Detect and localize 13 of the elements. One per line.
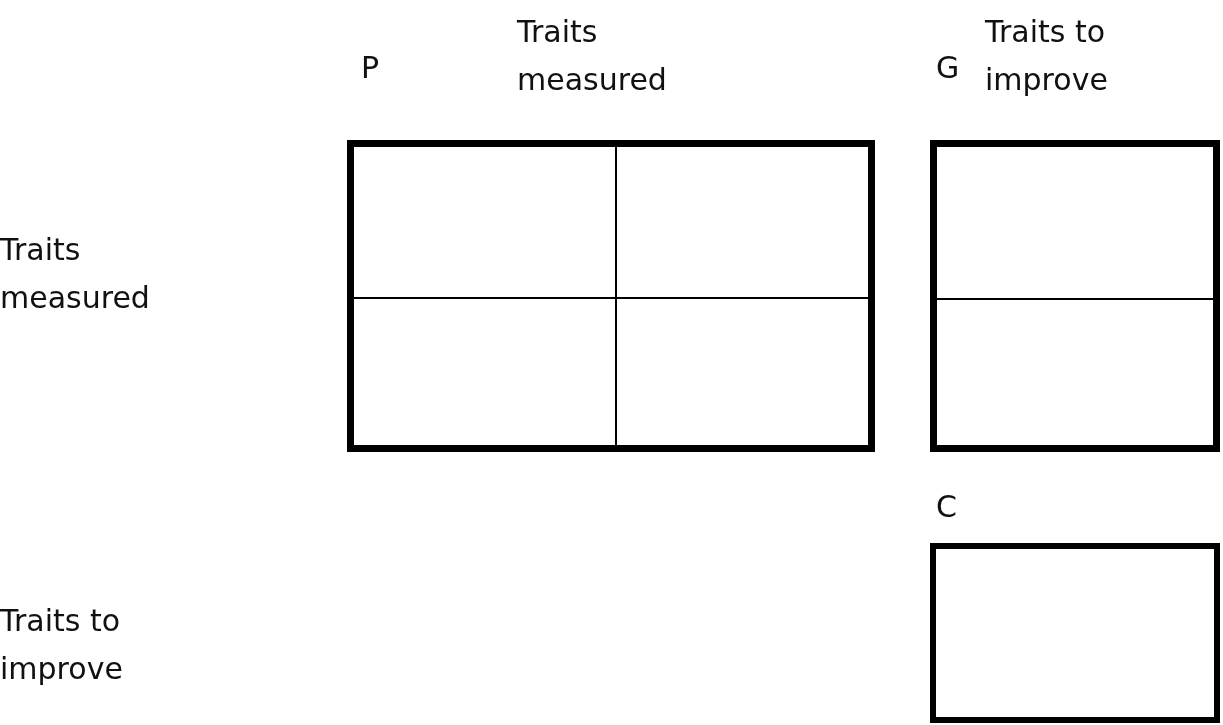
matrix-heading: P	[361, 50, 380, 86]
matrix-cell	[353, 298, 616, 446]
row-label: Traits to improve	[0, 602, 124, 688]
matrix-heading: C	[936, 489, 957, 525]
row-label: Traits measured	[0, 231, 151, 317]
matrix-heading: G	[936, 50, 960, 86]
matrix-cell	[616, 298, 869, 446]
matrix-cell	[353, 146, 616, 298]
column-label: Traits measured	[517, 13, 668, 99]
matrix-cell	[936, 146, 1214, 299]
matrix-cell	[616, 146, 869, 298]
matrix-cell	[936, 299, 1214, 446]
column-label: Traits to improve	[985, 13, 1109, 99]
